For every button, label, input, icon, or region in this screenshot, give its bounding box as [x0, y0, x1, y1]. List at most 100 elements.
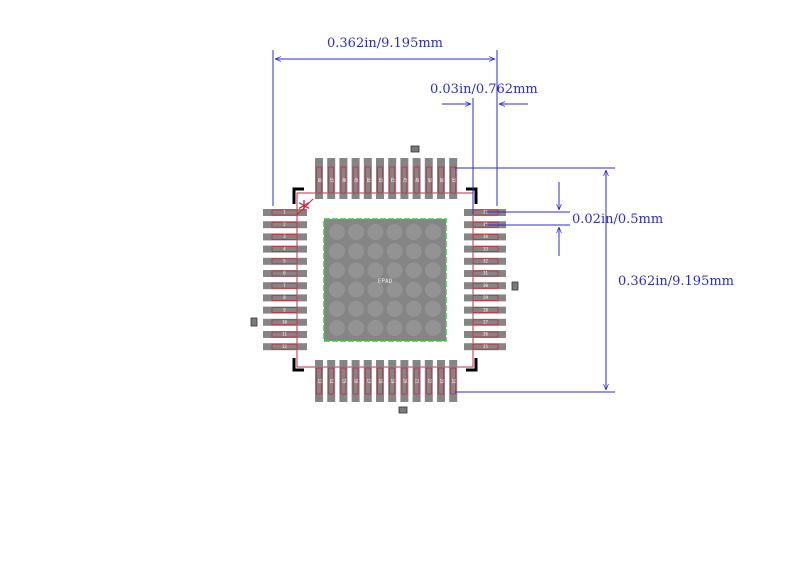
pad-number: 45 — [354, 178, 359, 183]
pad-number: 21 — [415, 379, 420, 384]
pin1-marker: * — [298, 196, 310, 224]
package-body-outline — [296, 192, 474, 368]
pad-left: 9 — [263, 306, 307, 314]
pad-right: 28 — [464, 306, 506, 314]
thermal-via — [405, 320, 422, 336]
exposed-pad-label: EPAD — [378, 278, 393, 285]
dimension-pitch-label: 0.02in/0.5mm — [572, 212, 663, 227]
thermal-via — [386, 281, 403, 298]
pad-left: 3 — [263, 233, 307, 241]
pad-number: 8 — [283, 295, 286, 300]
thermal-via — [348, 262, 365, 279]
pad-bottom: 15 — [339, 360, 348, 402]
pad-number: 33 — [483, 246, 488, 251]
fiducial-left — [250, 317, 258, 327]
pad-left: 7 — [263, 282, 307, 290]
pad-bottom: 21 — [412, 360, 421, 402]
pad-number: 14 — [329, 379, 334, 384]
pad-top: 37 — [449, 158, 458, 199]
dimension-pad-width-label: 0.03in/0.762mm — [430, 82, 538, 97]
pad-left: 8 — [263, 294, 307, 302]
pad-number: 43 — [378, 178, 383, 183]
pad-bottom: 17 — [363, 360, 372, 402]
pad-number: 19 — [390, 379, 395, 384]
pad-top: 42 — [388, 158, 397, 199]
thermal-via — [425, 300, 441, 317]
pad-number: 11 — [282, 332, 287, 337]
pad-top: 47 — [327, 158, 336, 199]
pad-left: 5 — [263, 257, 307, 265]
pad-number: 17 — [366, 379, 371, 384]
courtyard-corner-bottom-right — [466, 358, 478, 372]
pad-number: 42 — [390, 178, 395, 183]
thermal-via — [367, 281, 384, 298]
pad-top: 38 — [437, 158, 445, 199]
thermal-via — [348, 320, 365, 336]
thermal-via — [386, 300, 403, 317]
pad-left: 4 — [263, 245, 307, 253]
thermal-via — [405, 262, 422, 279]
pad-number: 29 — [483, 295, 488, 300]
pad-number: 13 — [317, 379, 322, 384]
pad-number: 1 — [283, 210, 286, 215]
pad-right: 34 — [464, 233, 506, 241]
fiducial-top — [410, 145, 420, 153]
pad-right: 33 — [464, 245, 506, 253]
pad-top: 43 — [376, 158, 384, 199]
thermal-via — [348, 300, 365, 317]
pad-number: 7 — [283, 283, 286, 288]
pad-number: 37 — [451, 178, 456, 183]
pad-number: 15 — [341, 379, 346, 384]
thermal-via — [405, 224, 422, 240]
pad-number: 16 — [354, 379, 359, 384]
thermal-via — [425, 320, 441, 336]
courtyard-corner-top-right — [466, 187, 478, 204]
pad-number: 30 — [483, 283, 488, 288]
thermal-via — [329, 262, 345, 279]
fiducial-right — [511, 281, 519, 291]
pad-number: 10 — [282, 320, 287, 325]
dimension-right-height — [455, 167, 615, 393]
pad-number: 3 — [283, 234, 286, 239]
pad-left: 12 — [263, 343, 307, 351]
thermal-via — [348, 243, 365, 260]
pad-bottom: 24 — [449, 360, 458, 402]
pad-top: 39 — [424, 158, 433, 199]
thermal-via — [386, 320, 403, 336]
courtyard-outline — [292, 187, 478, 372]
pad-left: 10 — [263, 318, 307, 326]
dimension-top-width-label: 0.362in/9.195mm — [327, 36, 443, 51]
pad-bottom: 16 — [351, 360, 360, 402]
thermal-via — [329, 320, 345, 336]
pad-number: 31 — [483, 271, 488, 276]
thermal-via — [405, 300, 422, 317]
pad-number: 47 — [329, 178, 334, 183]
pad-bottom: 19 — [388, 360, 397, 402]
pad-left: 11 — [263, 331, 307, 338]
thermal-via — [329, 300, 345, 317]
dimension-pad-width — [442, 98, 528, 214]
pad-bottom: 22 — [424, 360, 433, 402]
thermal-via — [367, 224, 384, 240]
thermal-via — [367, 262, 384, 279]
pad-right: 30 — [464, 282, 506, 290]
pad-number: 20 — [402, 379, 407, 384]
thermal-via — [405, 243, 422, 260]
pad-right: 27 — [464, 318, 506, 326]
thermal-via — [348, 281, 365, 298]
thermal-via — [425, 281, 441, 298]
dimension-pitch — [485, 182, 570, 256]
pad-right: 26 — [464, 331, 506, 338]
pad-top: 41 — [400, 158, 409, 199]
pad-number: 18 — [378, 379, 383, 384]
pad-number: 22 — [427, 379, 432, 384]
pad-number: 35 — [483, 222, 488, 227]
thermal-via — [367, 300, 384, 317]
dimension-right-height-label: 0.362in/9.195mm — [618, 274, 734, 289]
thermal-via — [386, 224, 403, 240]
pad-number: 4 — [283, 246, 286, 251]
thermal-via — [386, 262, 403, 279]
pad-number: 2 — [283, 222, 286, 227]
pad-number: 40 — [415, 178, 420, 183]
